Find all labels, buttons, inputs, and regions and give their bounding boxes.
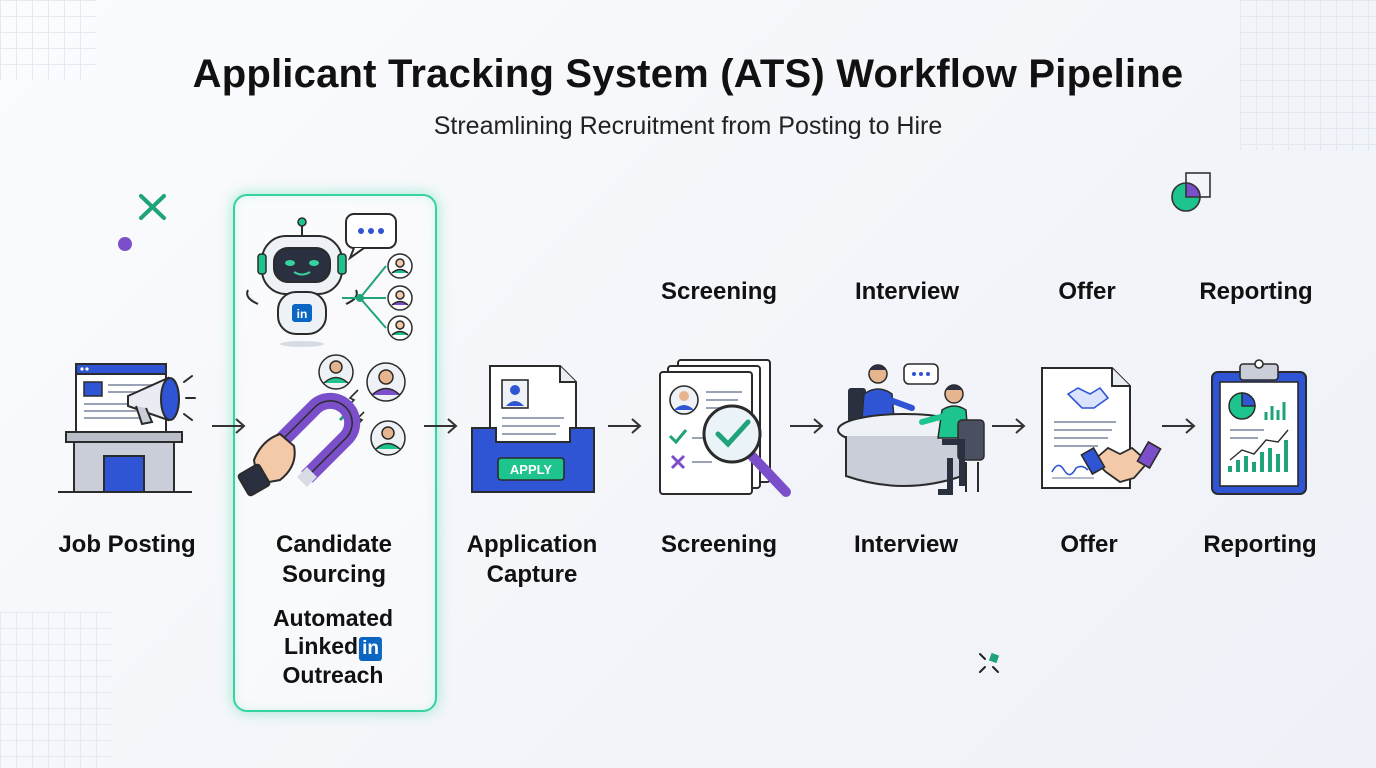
job-board-megaphone-icon [58,363,196,493]
interview-table-icon [837,363,985,495]
top-label-screening: Screening [660,278,778,305]
top-label-interview: Interview [854,278,960,305]
flow-arrow-4 [790,418,824,434]
sparkle-decoration-icon [979,652,1000,673]
flow-arrow-5 [992,418,1026,434]
stage-label-interview: Interview [853,531,959,558]
stage-label-offer: Offer [1060,531,1118,558]
resume-magnifier-icon [659,359,791,497]
flow-arrow-2 [424,418,458,434]
clipboard-chart-icon [1211,359,1307,495]
pie-square-decoration-icon [1171,172,1211,212]
page-title: Applicant Tracking System (ATS) Workflow… [192,52,1184,96]
stage-label-screening: Screening [660,531,778,558]
ai-robot-magnet-icon: in [237,213,413,497]
page-subtitle: Streamlining Recruitment from Posting to… [433,112,943,140]
robot-linkedin-badge: in [297,307,308,321]
stage-label-reporting: Reporting [1203,531,1317,558]
top-label-reporting: Reporting [1199,278,1313,305]
flow-arrow-3 [608,418,642,434]
apply-badge: APPLY [510,462,552,477]
application-inbox-icon: APPLY [471,365,595,493]
dot-decoration-icon [118,237,132,251]
flow-arrow-1 [212,418,246,434]
top-label-offer: Offer [1058,278,1116,305]
offer-handshake-icon [1041,367,1162,489]
cross-decoration-icon [139,194,166,220]
stage-label-job-posting: Job Posting [58,531,196,558]
linkedin-logo-badge: in [359,637,382,661]
grid-decoration-top-right [1240,0,1376,150]
grid-decoration-bottom-left [0,612,112,768]
grid-decoration-top-left [0,0,96,80]
flow-arrow-6 [1162,418,1196,434]
